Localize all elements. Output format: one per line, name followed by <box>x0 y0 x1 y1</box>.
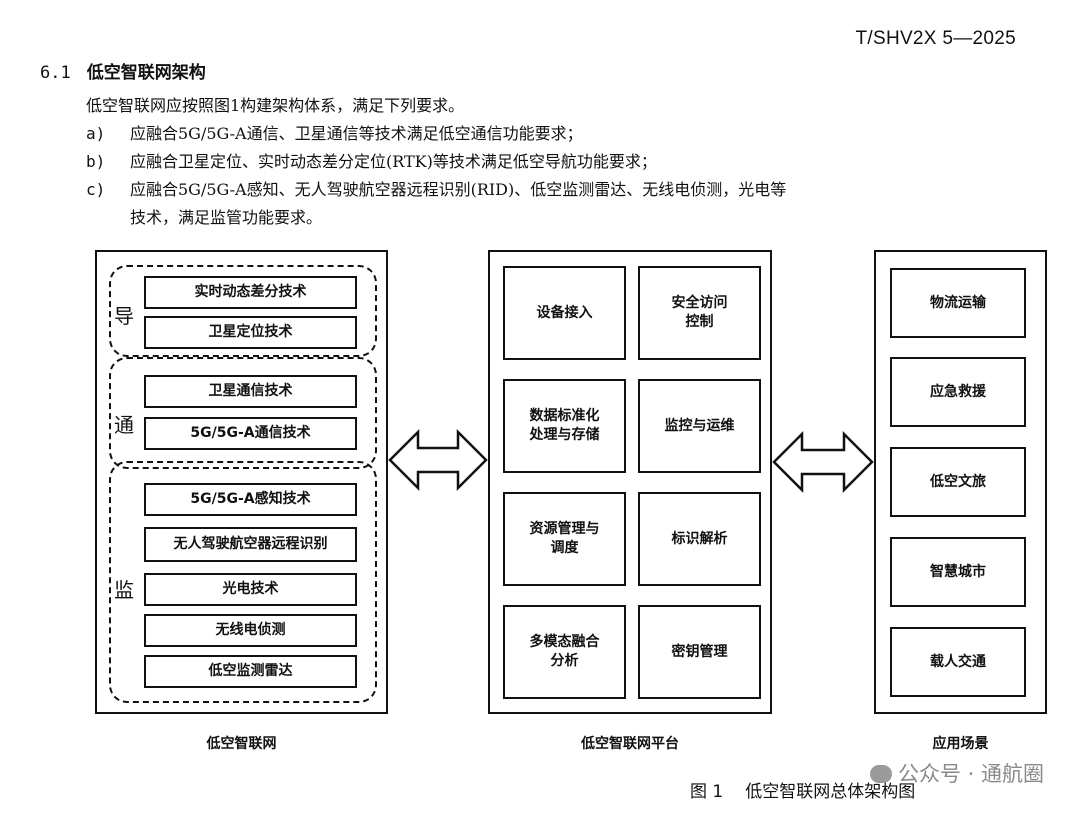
intro-paragraph: 低空智联网应按照图1构建架构体系，满足下列要求。 <box>86 96 465 115</box>
section-heading: 6.1 低空智联网架构 <box>40 58 206 83</box>
tech-box: 卫星通信技术 <box>144 375 357 408</box>
tech-box: 光电技术 <box>144 573 357 606</box>
requirement-text: 应融合5G/5G-A通信、卫星通信等技术满足低空通信功能要求； <box>130 124 583 143</box>
wechat-icon <box>869 765 892 783</box>
scenario-box: 应急救援 <box>890 357 1026 427</box>
watermark: 公众号 · 通航圈 <box>869 758 1044 788</box>
scenario-caption: 应用场景 <box>932 736 989 752</box>
requirement-a: a) 应融合5G/5G-A通信、卫星通信等技术满足低空通信功能要求； <box>86 120 583 148</box>
section-title: 低空智联网架构 <box>86 63 206 83</box>
tech-box: 5G/5G-A感知技术 <box>144 483 357 516</box>
platform-module: 安全访问 控制 <box>638 266 761 360</box>
communication-group <box>109 357 377 469</box>
right-double-arrow <box>772 430 874 494</box>
platform-module: 多模态融合 分析 <box>503 605 626 699</box>
figure-caption: 图 1 低空智联网总体架构图 <box>690 777 915 802</box>
communication-label: 通 <box>114 413 134 437</box>
scenario-box: 物流运输 <box>890 268 1026 338</box>
scenario-box: 载人交通 <box>890 627 1026 697</box>
scenario-frame <box>874 250 1047 714</box>
tech-box: 实时动态差分技术 <box>144 276 357 309</box>
requirement-b: b) 应融合卫星定位、实时动态差分定位(RTK)等技术满足低空导航功能要求； <box>86 148 657 176</box>
tech-box: 卫星定位技术 <box>144 316 357 349</box>
platform-module: 标识解析 <box>638 492 761 586</box>
requirement-c: c) 应融合5G/5G-A感知、无人驾驶航空器远程识别(RID)、低空监测雷达、无… <box>86 176 786 204</box>
navigation-label: 导 <box>114 304 134 328</box>
surveillance-label: 监 <box>114 578 134 602</box>
platform-module: 设备接入 <box>503 266 626 360</box>
platform-frame <box>488 250 772 714</box>
section-number: 6.1 <box>40 63 71 83</box>
platform-module: 监控与运维 <box>638 379 761 473</box>
requirement-c-continuation: 技术，满足监管功能要求。 <box>130 208 323 227</box>
platform-module: 资源管理与 调度 <box>503 492 626 586</box>
navigation-group <box>109 265 377 357</box>
left-frame <box>95 250 388 714</box>
left-caption: 低空智联网 <box>206 736 277 752</box>
figure-number: 图 1 <box>690 782 724 802</box>
left-double-arrow <box>388 428 488 492</box>
platform-module: 密钥管理 <box>638 605 761 699</box>
platform-module: 数据标准化 处理与存储 <box>503 379 626 473</box>
tech-box: 5G/5G-A通信技术 <box>144 417 357 450</box>
figure-title: 低空智联网总体架构图 <box>745 782 916 802</box>
tech-box: 低空监测雷达 <box>144 655 357 688</box>
tech-box: 无线电侦测 <box>144 614 357 647</box>
surveillance-group <box>109 461 377 703</box>
requirement-label: c) <box>86 180 106 199</box>
requirement-text: 应融合卫星定位、实时动态差分定位(RTK)等技术满足低空导航功能要求； <box>130 152 657 171</box>
requirement-label: b) <box>86 152 106 171</box>
requirement-label: a) <box>86 124 106 143</box>
scenario-box: 智慧城市 <box>890 537 1026 607</box>
standard-number: T/SHV2X 5—2025 <box>855 28 1016 49</box>
tech-box: 无人驾驶航空器远程识别 <box>144 527 357 562</box>
scenario-box: 低空文旅 <box>890 447 1026 517</box>
requirement-text: 应融合5G/5G-A感知、无人驾驶航空器远程识别(RID)、低空监测雷达、无线电… <box>130 180 787 199</box>
watermark-text: 公众号 · 通航圈 <box>897 762 1044 786</box>
platform-caption: 低空智联网平台 <box>581 736 679 752</box>
